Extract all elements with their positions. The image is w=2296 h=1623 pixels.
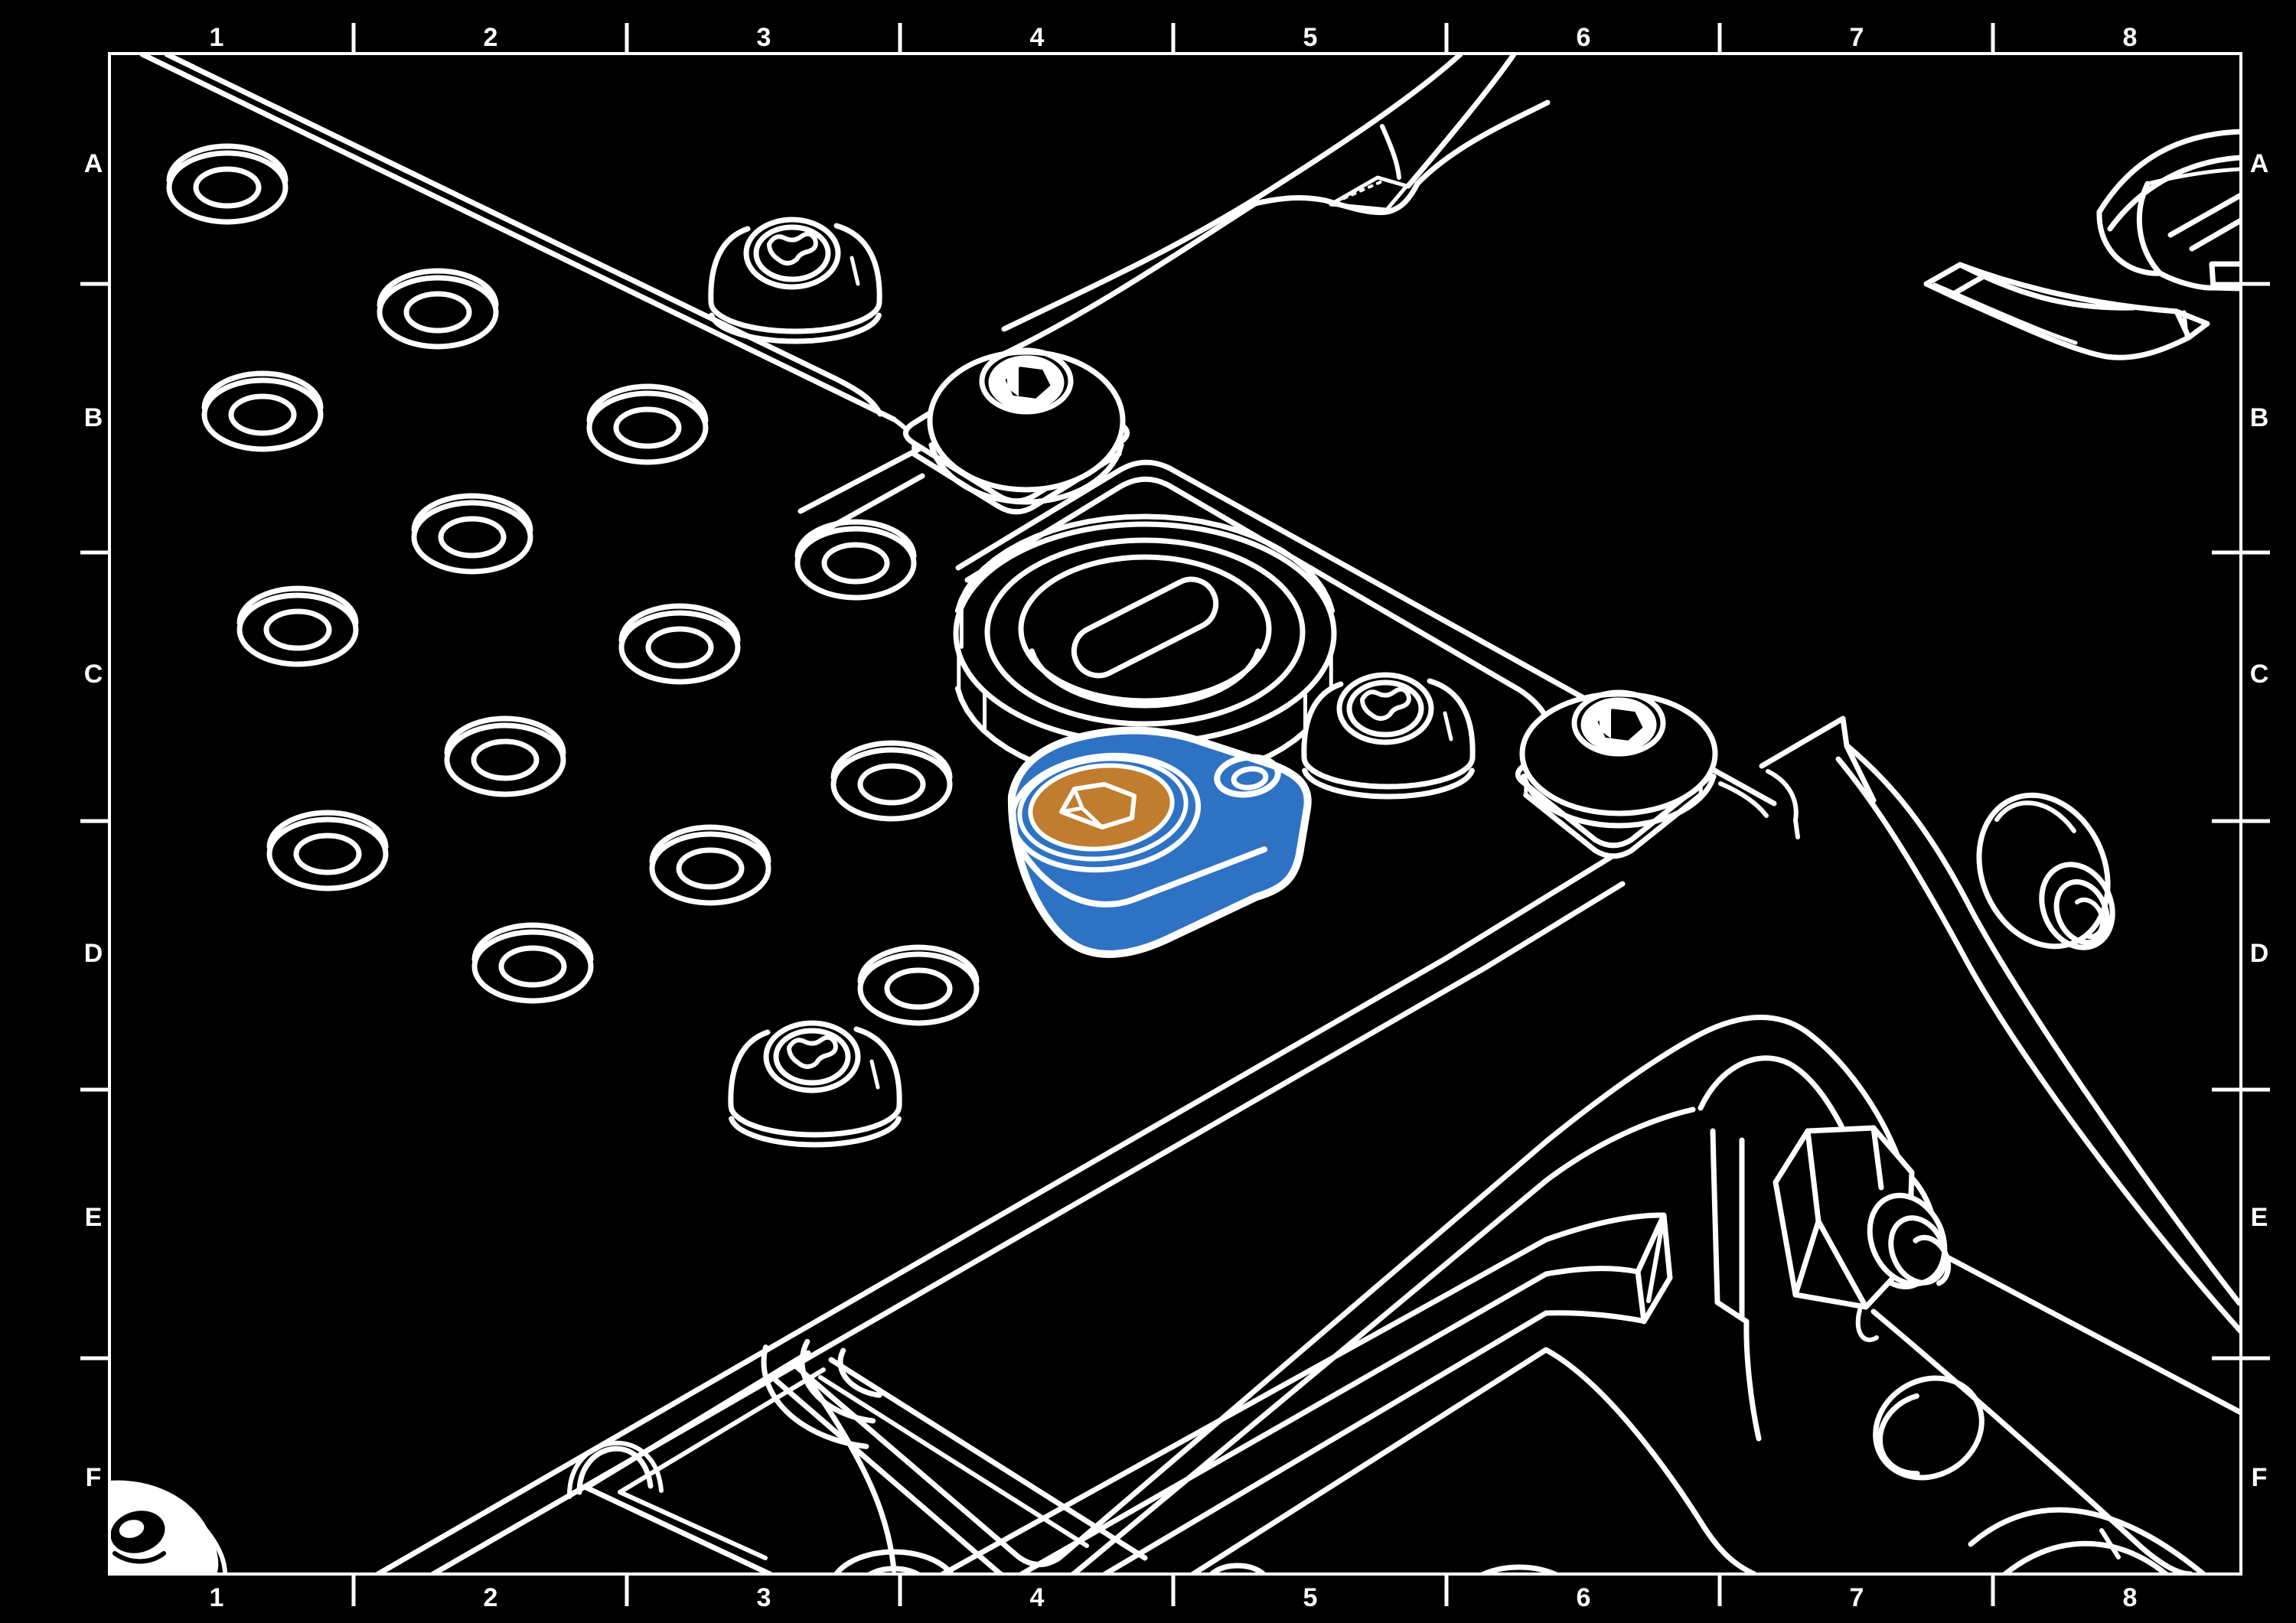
- svg-text:3: 3: [757, 23, 771, 52]
- svg-text:D: D: [2250, 939, 2269, 968]
- svg-text:F: F: [2252, 1463, 2268, 1492]
- svg-text:4: 4: [1030, 1583, 1045, 1612]
- svg-text:5: 5: [1303, 1583, 1318, 1612]
- svg-text:A: A: [84, 149, 103, 178]
- svg-text:1: 1: [210, 1583, 224, 1612]
- svg-text:3: 3: [757, 1583, 771, 1612]
- svg-text:6: 6: [1577, 23, 1591, 52]
- svg-text:C: C: [84, 660, 103, 689]
- svg-text:7: 7: [1850, 23, 1864, 52]
- svg-text:F: F: [86, 1463, 102, 1492]
- svg-text:5: 5: [1303, 23, 1318, 52]
- svg-text:8: 8: [2123, 1583, 2138, 1612]
- svg-text:E: E: [2251, 1203, 2268, 1232]
- svg-text:1: 1: [210, 23, 224, 52]
- svg-text:2: 2: [484, 1583, 498, 1612]
- svg-text:C: C: [2250, 660, 2269, 689]
- svg-text:B: B: [2250, 403, 2269, 432]
- svg-text:2: 2: [484, 23, 498, 52]
- svg-text:E: E: [85, 1203, 103, 1232]
- svg-text:6: 6: [1577, 1583, 1591, 1612]
- svg-text:7: 7: [1850, 1583, 1864, 1612]
- svg-text:D: D: [84, 939, 103, 968]
- svg-text:8: 8: [2123, 23, 2138, 52]
- svg-text:B: B: [84, 403, 103, 432]
- svg-text:4: 4: [1030, 23, 1045, 52]
- svg-text:A: A: [2250, 149, 2269, 178]
